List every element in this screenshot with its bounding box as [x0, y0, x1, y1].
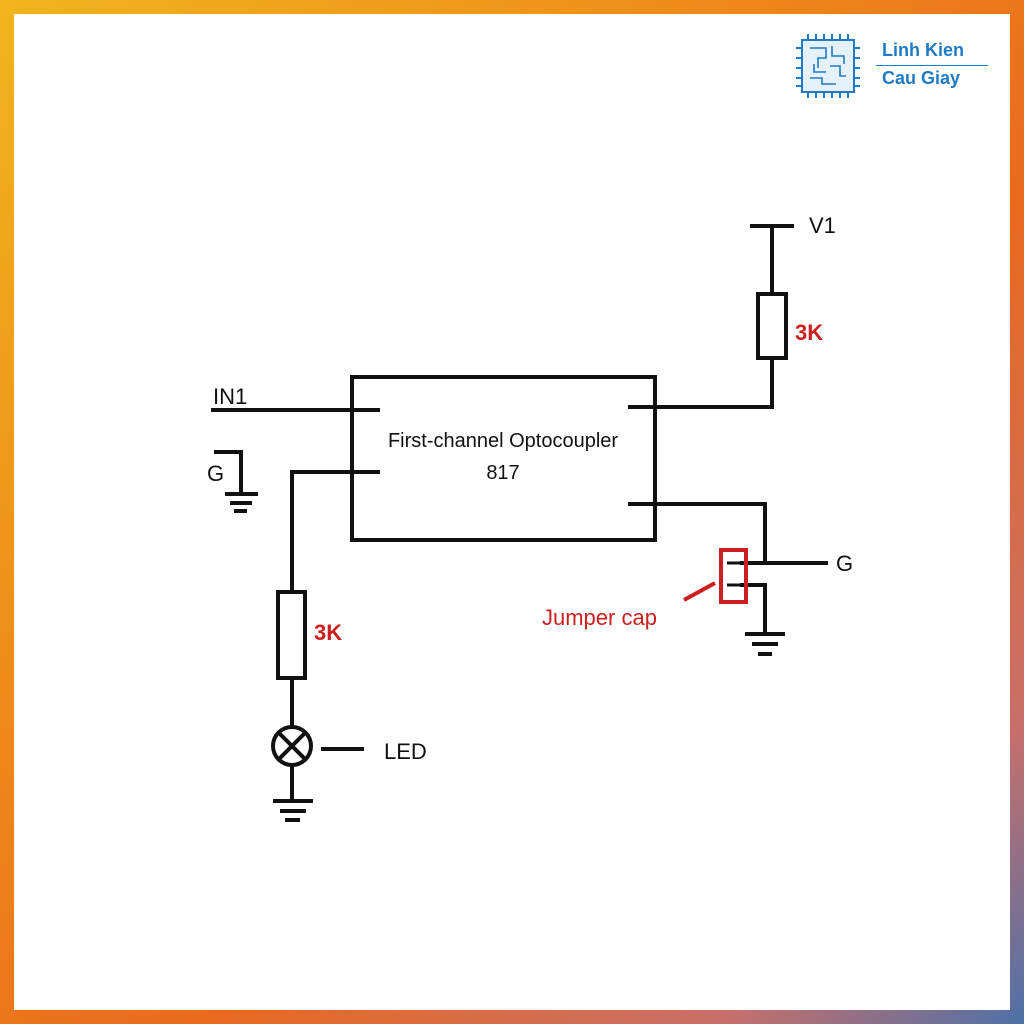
output-ground-label: G [836, 551, 853, 576]
led-label: LED [384, 739, 427, 764]
canvas-background [14, 14, 1010, 1010]
resistor-bottom [276, 590, 307, 680]
left-ground-label: G [207, 461, 224, 486]
collector-wire [653, 356, 774, 409]
logo-text-line1: Linh Kien [882, 40, 964, 60]
led-ground-symbol [273, 799, 313, 822]
led-lamp-symbol [271, 725, 313, 767]
resistor-top-label: 3K [795, 320, 823, 345]
logo-divider [876, 65, 988, 66]
circuit-chip-icon [796, 34, 860, 98]
v1-label: V1 [809, 213, 836, 238]
led-branch-wire [290, 470, 354, 594]
optocoupler-ic-body [350, 375, 657, 542]
ic-title: First-channel Optocoupler [388, 430, 618, 452]
in1-label: IN1 [213, 384, 247, 409]
logo-text-line2: Cau Giay [882, 68, 961, 88]
resistor-bottom-label: 3K [314, 620, 342, 645]
left-ground-wire [214, 450, 243, 496]
left-ground-symbol [225, 492, 258, 513]
jumper-to-ground-wire [740, 583, 767, 636]
resistor-top [756, 292, 788, 360]
jumper-cap [683, 548, 748, 604]
emitter-wire [653, 502, 767, 565]
jumper-cap-label: Jumper cap [542, 605, 657, 630]
ic-part-number: 817 [486, 462, 519, 484]
brand-logo: Linh Kien Cau Giay [796, 34, 996, 98]
output-ground-symbol [745, 632, 785, 656]
